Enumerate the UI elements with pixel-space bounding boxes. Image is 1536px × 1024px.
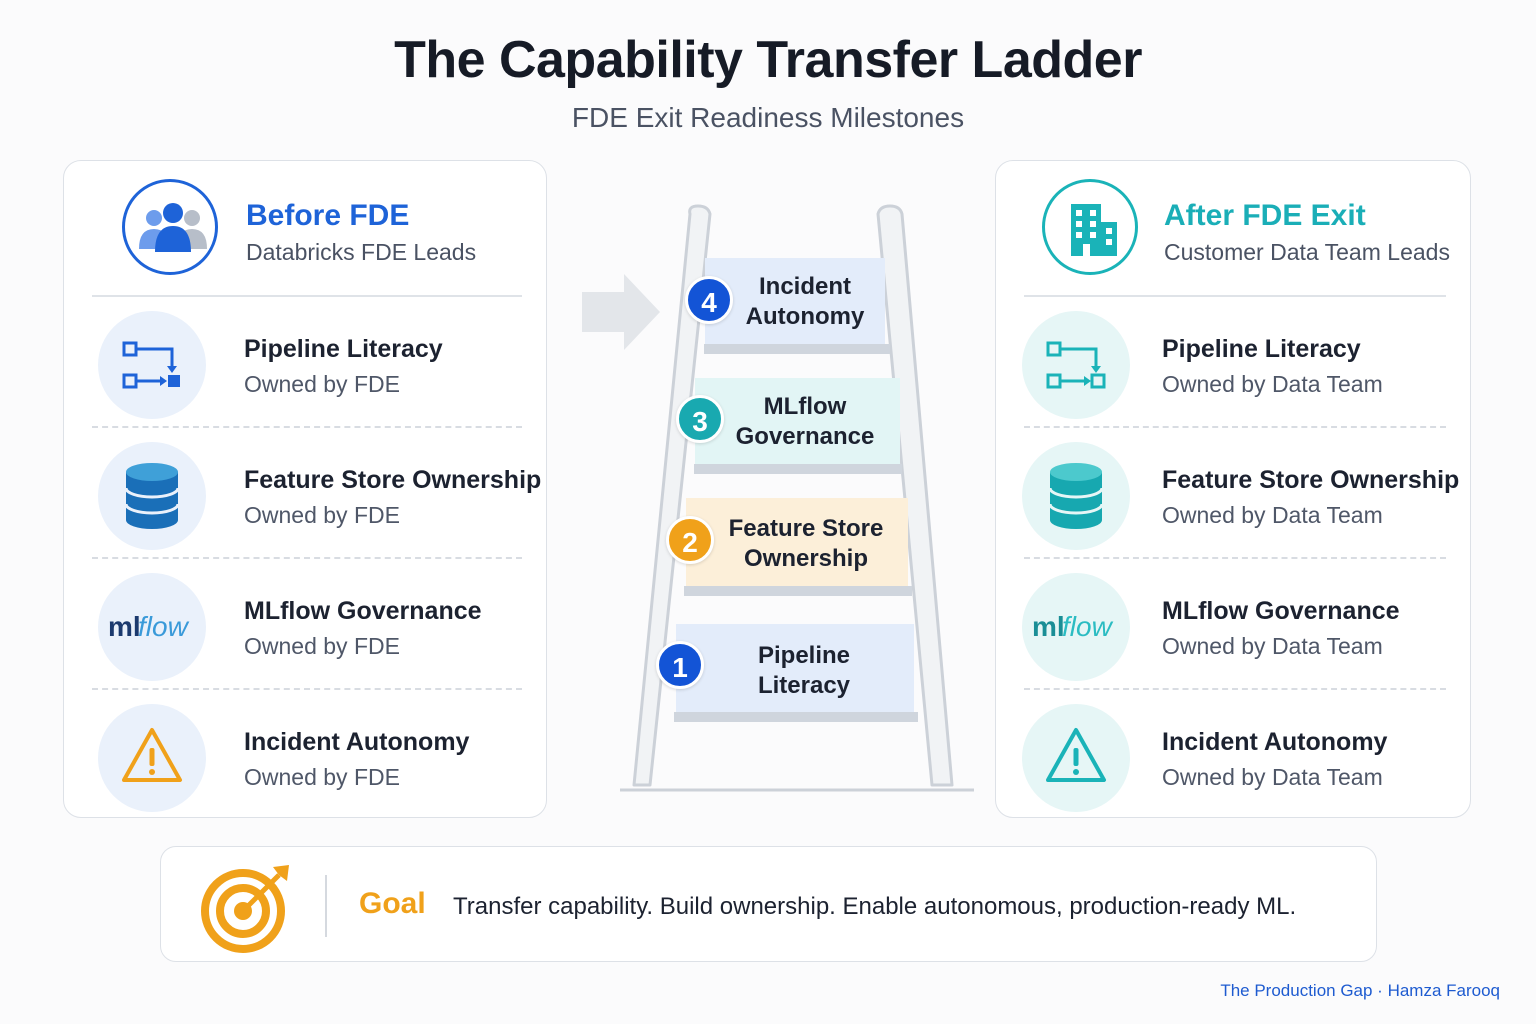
divider xyxy=(92,295,522,297)
item-owner: Owned by Data Team xyxy=(1162,764,1383,790)
step-label-line: MLflow xyxy=(763,393,847,420)
mlflow-logo-icon: ml flow xyxy=(1022,573,1130,681)
after-fde-subtitle: Customer Data Team Leads xyxy=(1164,239,1450,265)
building-icon xyxy=(1042,179,1138,275)
database-icon xyxy=(98,442,206,550)
svg-text:flow: flow xyxy=(138,611,190,642)
step-label-line: Pipeline xyxy=(757,642,851,669)
database-icon xyxy=(1022,442,1130,550)
list-item: Feature Store Ownership Owned by FDE xyxy=(64,428,546,559)
step-label: Incident Autonomy xyxy=(730,272,880,332)
divider xyxy=(92,557,522,559)
svg-text:ml: ml xyxy=(1032,611,1065,642)
item-title: Feature Store Ownership xyxy=(244,466,542,494)
item-title: Pipeline Literacy xyxy=(1162,335,1361,363)
divider xyxy=(1024,688,1446,690)
step-label-line: Literacy xyxy=(757,672,851,699)
after-fde-panel: After FDE Exit Customer Data Team Leads … xyxy=(995,160,1471,818)
divider xyxy=(1024,426,1446,428)
pipeline-icon xyxy=(1022,311,1130,419)
arrow-right-icon xyxy=(582,274,660,350)
step-label-line: Ownership xyxy=(743,545,869,572)
ladder-graphic xyxy=(582,204,974,792)
step-label-line: Incident xyxy=(758,273,851,300)
before-fde-header: Before FDE Databricks FDE Leads xyxy=(64,161,546,297)
list-item: Feature Store Ownership Owned by Data Te… xyxy=(996,428,1470,559)
goal-label: Goal xyxy=(359,887,426,920)
svg-text:flow: flow xyxy=(1062,611,1114,642)
target-icon xyxy=(199,859,295,960)
team-icon xyxy=(122,179,218,275)
list-item: ml flow MLflow Governance Owned by FDE xyxy=(64,559,546,690)
divider xyxy=(92,688,522,690)
before-fde-subtitle: Databricks FDE Leads xyxy=(246,239,477,265)
divider xyxy=(92,426,522,428)
page-title: The Capability Transfer Ladder xyxy=(394,31,1142,89)
svg-text:ml: ml xyxy=(108,611,141,642)
step-label-line: Autonomy xyxy=(745,303,865,330)
page-subtitle: FDE Exit Readiness Milestones xyxy=(571,102,965,133)
item-title: MLflow Governance xyxy=(244,597,482,625)
pipeline-icon xyxy=(98,311,206,419)
item-title: Feature Store Ownership xyxy=(1162,466,1460,494)
after-fde-header: After FDE Exit Customer Data Team Leads xyxy=(996,161,1470,297)
divider xyxy=(325,875,327,937)
item-title: MLflow Governance xyxy=(1162,597,1400,625)
item-owner: Owned by Data Team xyxy=(1162,633,1383,659)
step-label: Feature Store Ownership xyxy=(718,514,894,574)
item-owner: Owned by Data Team xyxy=(1162,371,1383,397)
step-badge: 4 xyxy=(685,276,733,324)
item-title: Incident Autonomy xyxy=(244,728,470,756)
step-badge: 3 xyxy=(676,395,724,443)
before-fde-title: Before FDE xyxy=(246,199,410,232)
capability-ladder: 4 Incident Autonomy 3 MLflow Governance … xyxy=(580,200,980,800)
step-label: Pipeline Literacy xyxy=(720,641,888,701)
item-owner: Owned by FDE xyxy=(244,633,400,659)
mlflow-logo-icon: ml flow xyxy=(98,573,206,681)
step-badge: 1 xyxy=(656,641,704,689)
divider xyxy=(1024,557,1446,559)
list-item: Pipeline Literacy Owned by FDE xyxy=(64,297,546,428)
step-label: MLflow Governance xyxy=(720,392,890,452)
item-title: Incident Autonomy xyxy=(1162,728,1388,756)
step-label-line: Feature Store xyxy=(728,515,884,542)
goal-banner: Goal Transfer capability. Build ownershi… xyxy=(160,846,1377,962)
after-fde-title: After FDE Exit xyxy=(1164,199,1366,232)
item-owner: Owned by Data Team xyxy=(1162,502,1383,528)
warning-icon xyxy=(1022,704,1130,812)
before-fde-panel: Before FDE Databricks FDE Leads Pipeline… xyxy=(63,160,547,818)
item-title: Pipeline Literacy xyxy=(244,335,443,363)
item-owner: Owned by FDE xyxy=(244,371,400,397)
step-label-line: Governance xyxy=(735,423,875,450)
warning-icon xyxy=(98,704,206,812)
divider xyxy=(1024,295,1446,297)
list-item: Pipeline Literacy Owned by Data Team xyxy=(996,297,1470,428)
goal-text: Transfer capability. Build ownership. En… xyxy=(453,893,1297,920)
footer-credit: The Production Gap · Hamza Farooq xyxy=(1220,981,1500,1000)
list-item: Incident Autonomy Owned by FDE xyxy=(64,690,546,821)
list-item: Incident Autonomy Owned by Data Team xyxy=(996,690,1470,821)
item-owner: Owned by FDE xyxy=(244,764,400,790)
step-badge: 2 xyxy=(666,516,714,564)
item-owner: Owned by FDE xyxy=(244,502,400,528)
list-item: ml flow MLflow Governance Owned by Data … xyxy=(996,559,1470,690)
